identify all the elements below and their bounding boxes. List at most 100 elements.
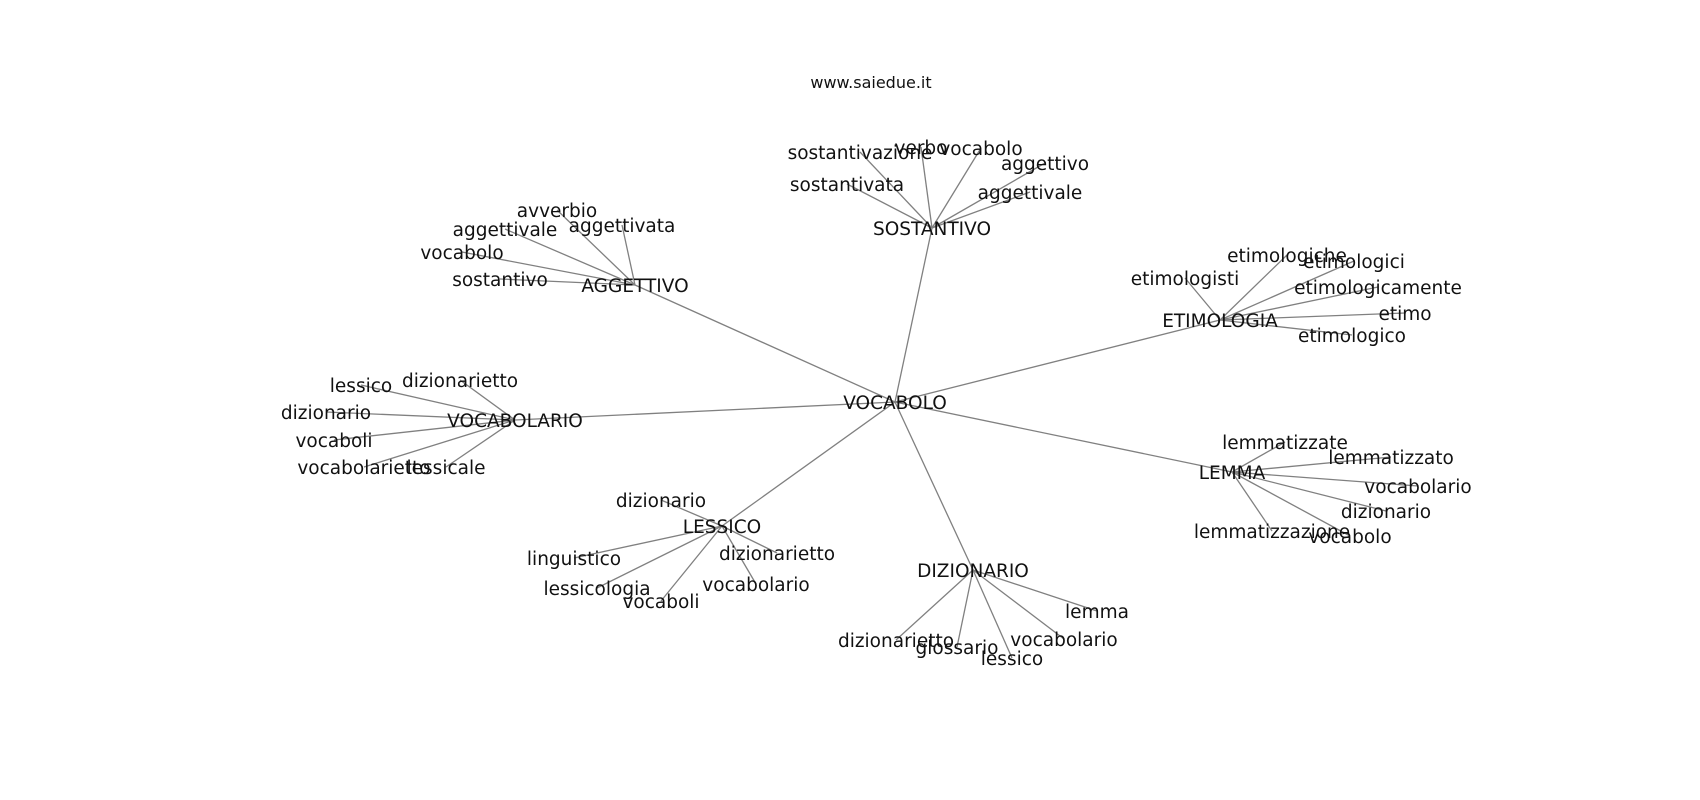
- leaf-sostantivo-vocabolo: vocabolo: [939, 139, 1022, 160]
- leaf-lemma-lemmatizzazione: lemmatizzazione: [1194, 522, 1350, 543]
- edge-etimologia-to-etimologisti: [1184, 277, 1221, 321]
- node-sostantivo: SOSTANTIVO: [873, 219, 991, 240]
- edge-vocabolario-to-dizionario: [325, 411, 516, 421]
- leaf-vocabolario-dizionarietto: dizionarietto: [402, 371, 518, 392]
- edge-lessico-to-vocaboli: [660, 525, 723, 602]
- edge-vocabolario-to-dizionarietto: [459, 379, 516, 421]
- leaf-lessico-dizionario: dizionario: [616, 491, 706, 512]
- edge-lemma-to-vocabolo: [1231, 471, 1351, 537]
- leaf-dizionario-vocabolario: vocabolario: [1010, 630, 1117, 651]
- edge-sostantivo-to-aggettivale: [931, 191, 1031, 229]
- leaf-lessico-linguistico: linguistico: [527, 549, 621, 570]
- edge-etimologia-to-etimologiche: [1219, 254, 1288, 321]
- edge-lemma-to-lemmatizzato: [1231, 456, 1392, 473]
- edge-lessico-to-dizionario: [660, 499, 723, 527]
- leaf-etimologia-etimo: etimo: [1378, 304, 1431, 325]
- edge-root-to-lemma: [894, 401, 1233, 473]
- leaf-vocabolario-vocaboli: vocaboli: [295, 431, 372, 452]
- leaf-dizionario-lemma: lemma: [1065, 602, 1129, 623]
- edge-root-to-aggettivo: [634, 284, 896, 403]
- leaf-etimologia-etimologisti: etimologisti: [1131, 269, 1240, 290]
- edge-etimologia-to-etimologici: [1219, 260, 1355, 321]
- leaf-lemma-dizionario: dizionario: [1341, 502, 1431, 523]
- edge-etimologia-to-etimo: [1219, 312, 1406, 321]
- leaf-dizionario-dizionarietto: dizionarietto: [838, 631, 954, 652]
- edge-aggettivo-to-sostantivo: [499, 278, 636, 286]
- edge-sostantivo-to-vocabolo: [931, 147, 982, 229]
- edge-dizionario-to-lemma: [972, 569, 1098, 612]
- edge-vocabolario-to-vocabolarietto: [363, 419, 516, 468]
- leaf-aggettivo-aggettivale: aggettivale: [453, 220, 558, 241]
- root-node-label: VOCABOLO: [843, 393, 947, 414]
- leaf-lemma-vocabolo: vocabolo: [1308, 527, 1391, 548]
- edge-root-to-sostantivo: [894, 227, 933, 403]
- edge-lemma-to-vocabolario: [1231, 471, 1419, 487]
- leaf-vocabolario-lessico: lessico: [330, 376, 392, 397]
- edge-root-to-lessico: [721, 401, 896, 527]
- leaf-lessico-vocabolario: vocabolario: [702, 575, 809, 596]
- edge-dizionario-to-lessico: [972, 569, 1013, 659]
- leaf-sostantivo-verbo: verbo: [895, 138, 948, 159]
- edge-lessico-to-lessicologia: [596, 525, 723, 589]
- edge-aggettivo-to-aggettivale: [504, 228, 636, 286]
- edge-lessico-to-linguistico: [573, 525, 723, 559]
- edge-lemma-to-lemmatizzate: [1231, 441, 1286, 473]
- leaf-dizionario-glossario: glossario: [916, 638, 999, 659]
- leaf-vocabolario-vocabolarietto: vocabolarietto: [297, 458, 430, 479]
- edge-etimologia-to-etimologico: [1219, 319, 1353, 336]
- leaf-vocabolario-dizionario: dizionario: [281, 403, 371, 424]
- leaf-etimologia-etimologicamente: etimologicamente: [1294, 278, 1462, 299]
- leaf-sostantivo-aggettivale: aggettivale: [978, 183, 1083, 204]
- edge-lemma-to-lemmatizzazione: [1231, 471, 1273, 532]
- leaf-etimologia-etimologiche: etimologiche: [1227, 246, 1347, 267]
- leaf-lessico-lessicologia: lessicologia: [543, 579, 650, 600]
- leaf-lemma-vocabolario: vocabolario: [1364, 477, 1471, 498]
- leaf-lessico-vocaboli: vocaboli: [622, 592, 699, 613]
- edge-sostantivo-to-sostantivazione: [859, 151, 933, 229]
- edge-root-to-dizionario: [894, 401, 974, 571]
- leaf-aggettivo-vocabolo: vocabolo: [420, 243, 503, 264]
- site-title: www.saiedue.it: [810, 73, 931, 92]
- node-lessico: LESSICO: [683, 517, 761, 538]
- edge-aggettivo-to-vocabolo: [461, 251, 636, 286]
- leaf-aggettivo-sostantivo: sostantivo: [452, 270, 548, 291]
- node-dizionario: DIZIONARIO: [917, 561, 1029, 582]
- leaf-lemma-lemmatizzato: lemmatizzato: [1328, 448, 1454, 469]
- leaf-aggettivo-aggettivata: aggettivata: [569, 216, 676, 237]
- leaf-aggettivo-avverbio: avverbio: [517, 201, 597, 222]
- edge-lemma-to-dizionario: [1231, 471, 1387, 512]
- leaf-etimologia-etimologico: etimologico: [1298, 326, 1406, 347]
- leaf-sostantivo-sostantivazione: sostantivazione: [788, 143, 933, 164]
- leaf-dizionario-lessico: lessico: [981, 649, 1043, 670]
- leaf-sostantivo-sostantivata: sostantivata: [790, 175, 904, 196]
- edge-vocabolario-to-lessico: [360, 384, 516, 421]
- edge-lessico-to-vocabolario: [721, 525, 757, 585]
- edge-dizionario-to-glossario: [956, 569, 974, 648]
- leaf-vocabolario-lessicale: lessicale: [407, 458, 486, 479]
- node-vocabolario: VOCABOLARIO: [447, 411, 583, 432]
- node-etimologia: ETIMOLOGIA: [1162, 311, 1278, 332]
- node-aggettivo: AGGETTIVO: [581, 276, 688, 297]
- edge-vocabolario-to-vocaboli: [333, 419, 516, 441]
- edge-root-to-etimologia: [894, 319, 1221, 403]
- label-layer: SOSTANTIVOsostantivazioneverbovocaboloag…: [281, 138, 1472, 670]
- leaf-lemma-lemmatizzate: lemmatizzate: [1222, 433, 1348, 454]
- edge-dizionario-to-dizionarietto: [895, 569, 974, 641]
- edge-vocabolario-to-lessicale: [445, 419, 516, 468]
- edge-aggettivo-to-aggettivata: [621, 224, 636, 286]
- leaf-lessico-dizionarietto: dizionarietto: [719, 544, 835, 565]
- leaf-etimologia-etimologici: etimologici: [1303, 252, 1405, 273]
- edge-sostantivo-to-verbo: [920, 146, 933, 229]
- edge-layer: [325, 146, 1419, 659]
- edge-sostantivo-to-sostantivata: [846, 183, 933, 229]
- edge-etimologia-to-etimologicamente: [1219, 286, 1379, 321]
- leaf-sostantivo-aggettivo: aggettivo: [1001, 154, 1089, 175]
- edge-lessico-to-dizionarietto: [721, 525, 778, 554]
- edge-sostantivo-to-aggettivo: [931, 162, 1046, 229]
- edge-root-to-vocabolario: [514, 401, 896, 421]
- edge-dizionario-to-vocabolario: [972, 569, 1065, 640]
- node-lemma: LEMMA: [1199, 463, 1266, 484]
- edge-aggettivo-to-avverbio: [556, 209, 636, 286]
